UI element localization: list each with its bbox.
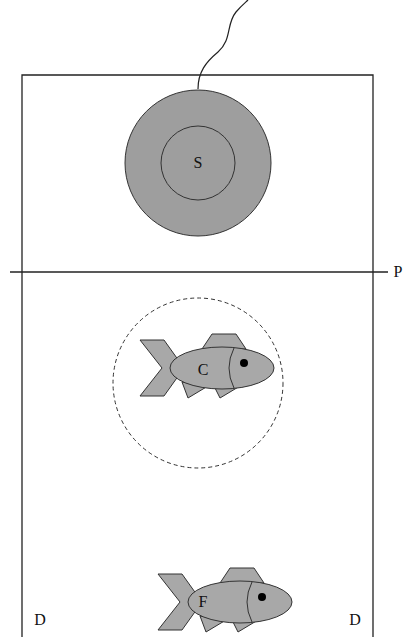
label-holder: D <box>0 0 12 18</box>
region-label: P <box>394 263 403 281</box>
region-label: D <box>34 611 46 629</box>
plane-line <box>10 271 388 272</box>
node-letter: S <box>194 154 203 172</box>
fish: F <box>148 568 298 634</box>
fish-shape <box>148 568 298 634</box>
region-label: D <box>349 611 361 629</box>
node-letter: C <box>198 361 209 379</box>
node-letter: F <box>199 593 208 611</box>
label-holder: P <box>0 0 9 18</box>
sound-source: S <box>124 89 272 237</box>
fish: C <box>112 297 284 469</box>
label-holder: D <box>0 0 12 18</box>
tank-outline <box>22 75 373 637</box>
speaker-wire <box>198 0 248 89</box>
fish-with-dashed-circle <box>112 297 284 469</box>
